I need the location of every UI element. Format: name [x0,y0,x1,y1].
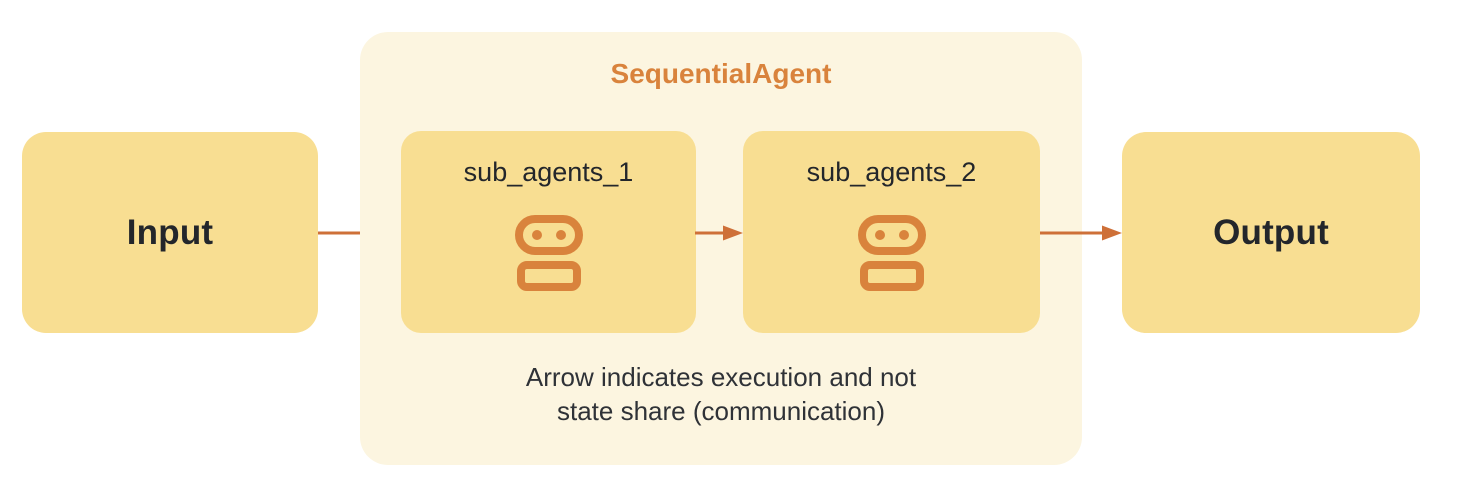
sub-agent-box-1: sub_agents_1 [401,131,696,333]
caption-line-2: state share (communication) [556,396,886,426]
container-title: SequentialAgent [610,58,832,89]
caption: Arrow indicates execution and not state … [360,360,1082,428]
sub-agent-2-label: sub_agents_2 [806,157,977,187]
caption-line-1: Arrow indicates execution and not [525,362,917,392]
arrow-sub2-to-output [1040,224,1122,242]
output-box: Output [1122,132,1420,333]
sub-agent-box-2: sub_agents_2 [743,131,1040,333]
input-box: Input [22,132,318,333]
robot-icon [857,215,926,291]
robot-icon [514,215,583,291]
sub-agent-1-label: sub_agents_1 [463,157,634,187]
output-label: Output [1213,212,1329,252]
arrow-icon [1040,225,1122,241]
arrow-sub1-to-sub2 [695,224,743,242]
input-label: Input [126,212,214,252]
arrow-icon [695,225,743,241]
sequential-agent-container: SequentialAgent sub_agents_1 sub_agents_… [360,32,1082,465]
